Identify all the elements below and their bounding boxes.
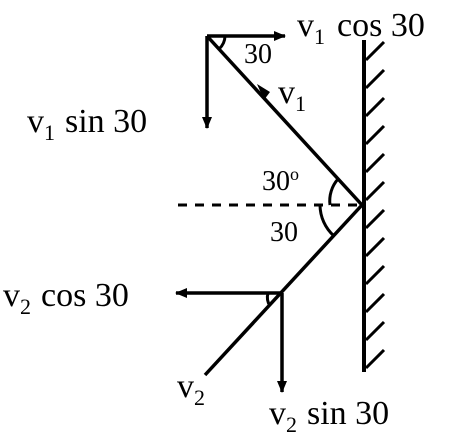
v2-label: v2 xyxy=(177,368,205,410)
incident-ray-arrow xyxy=(257,84,270,100)
incident-ray xyxy=(205,34,364,207)
reflected-ray xyxy=(203,203,364,377)
angle-mirror-upper-label: 30o xyxy=(262,164,299,197)
angle-arc-mirror-upper xyxy=(328,178,340,206)
v1-label: v1 xyxy=(278,74,306,116)
angle-arc-bottom xyxy=(265,292,272,307)
mirror xyxy=(362,40,386,372)
angle-top-label: 30 xyxy=(244,39,272,70)
angle-mirror-lower-label: 30 xyxy=(270,217,298,248)
angle-arc-mirror-lower xyxy=(318,204,336,238)
mirror-hatching xyxy=(364,40,386,370)
angle-arc-top xyxy=(217,35,227,51)
